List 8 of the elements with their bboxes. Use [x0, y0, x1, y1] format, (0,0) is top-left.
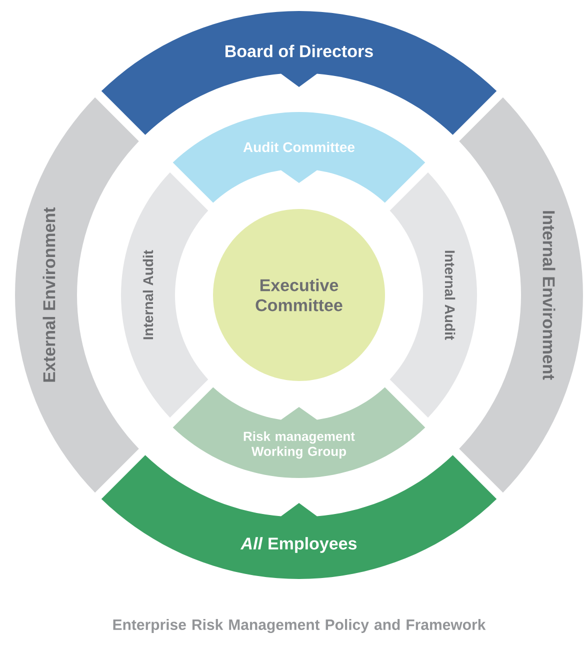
caption: Enterprise Risk Management Policy and Framework	[113, 618, 486, 634]
ring-segment: External Environment	[15, 97, 139, 493]
ring-segment: Audit Committee	[172, 112, 426, 203]
ring-segment: Risk management Working Group	[172, 387, 426, 478]
ring-segment: Board of Directors	[101, 11, 497, 135]
ring-segment: Internal Audit	[390, 172, 477, 418]
ring-segment: Internal Audit	[121, 172, 208, 418]
ring-segment: Internal Environment	[459, 97, 583, 493]
